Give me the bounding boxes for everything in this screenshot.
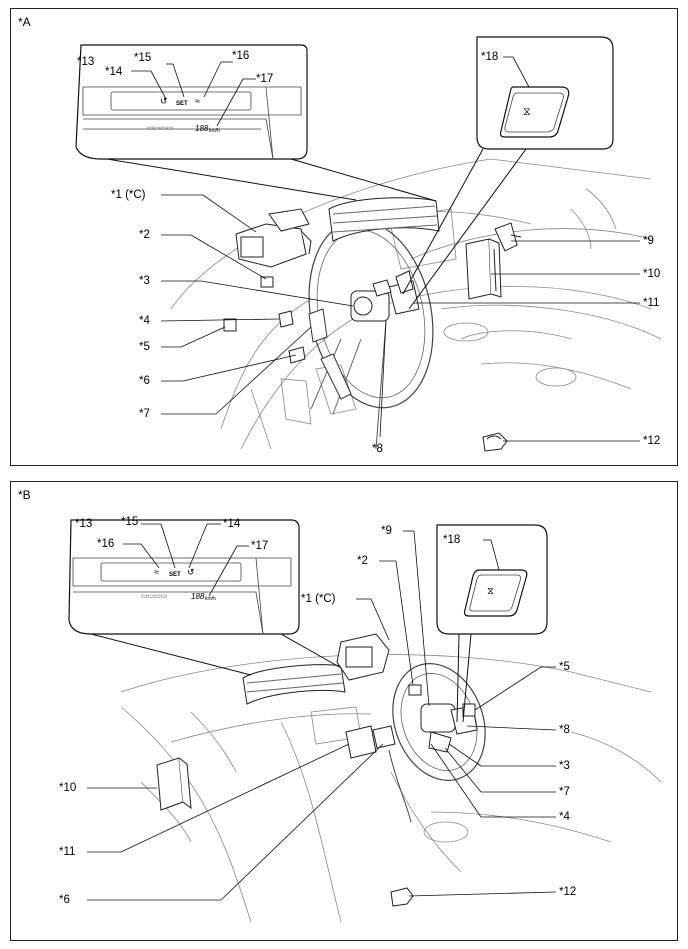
label-b-17: *17 <box>251 540 269 552</box>
speed-readout: 188 <box>195 124 209 133</box>
set-indicator: SET <box>176 101 188 107</box>
label-b-13: *13 <box>75 518 93 530</box>
panel-b: *B <box>10 481 678 941</box>
radar-cruise-icon: ≈ <box>154 567 159 577</box>
label-a-3: *3 <box>139 275 150 287</box>
label-a-15: *15 <box>134 52 152 64</box>
set-indicator: SET <box>169 572 181 578</box>
label-a-8: *8 <box>372 443 383 455</box>
label-a-17: *17 <box>256 73 274 85</box>
cruise-indicator-icon: ↺ <box>160 96 168 106</box>
label-a-2: *2 <box>139 229 150 241</box>
label-b-14: *14 <box>223 518 241 530</box>
label-b-9: *9 <box>381 525 392 537</box>
label-b-10: *10 <box>59 782 77 794</box>
label-b-2: *2 <box>357 555 368 567</box>
label-a-14: *14 <box>105 66 123 78</box>
label-a-11: *11 <box>643 297 660 309</box>
radar-cruise-icon: ≈ <box>195 96 200 106</box>
label-b-1: *1 (*C) <box>301 593 336 605</box>
segment-gauge: ▭▭▭▭ <box>141 593 168 600</box>
speed-unit: km/h <box>209 128 220 134</box>
label-b-18: *18 <box>443 534 461 546</box>
label-b-7: *7 <box>559 786 570 798</box>
label-b-16: *16 <box>97 538 115 550</box>
label-b-5: *5 <box>559 661 570 673</box>
speed-readout: 188 <box>191 592 205 601</box>
label-a-9: *9 <box>643 235 654 247</box>
panel-b-illustration <box>11 482 679 942</box>
panel-a: *A <box>10 8 678 466</box>
distance-switch-icon: ⧖ <box>523 106 531 118</box>
label-a-16: *16 <box>232 50 250 62</box>
distance-switch-icon: ⧖ <box>487 586 495 597</box>
label-b-15: *15 <box>121 516 139 528</box>
label-a-10: *10 <box>643 268 661 280</box>
label-b-3: *3 <box>559 760 570 772</box>
label-a-1: *1 (*C) <box>111 189 146 201</box>
label-b-8: *8 <box>559 724 570 736</box>
label-a-6: *6 <box>139 375 150 387</box>
segment-gauge: ▭▭▭▭ <box>147 125 174 132</box>
panel-a-illustration <box>11 9 679 467</box>
label-a-12: *12 <box>643 435 661 447</box>
label-a-7: *7 <box>139 408 150 420</box>
speed-unit: km/h <box>205 596 216 602</box>
label-a-13: *13 <box>77 56 95 68</box>
panel-tag: *B <box>18 488 31 502</box>
label-a-5: *5 <box>139 341 150 353</box>
panel-tag: *A <box>18 15 31 29</box>
label-a-4: *4 <box>139 315 150 327</box>
label-b-4: *4 <box>559 811 570 823</box>
cruise-indicator-icon: ↺ <box>187 567 195 577</box>
label-b-6: *6 <box>59 894 70 906</box>
label-b-11: *11 <box>59 846 76 858</box>
label-b-12: *12 <box>559 886 577 898</box>
label-a-18: *18 <box>481 51 499 63</box>
